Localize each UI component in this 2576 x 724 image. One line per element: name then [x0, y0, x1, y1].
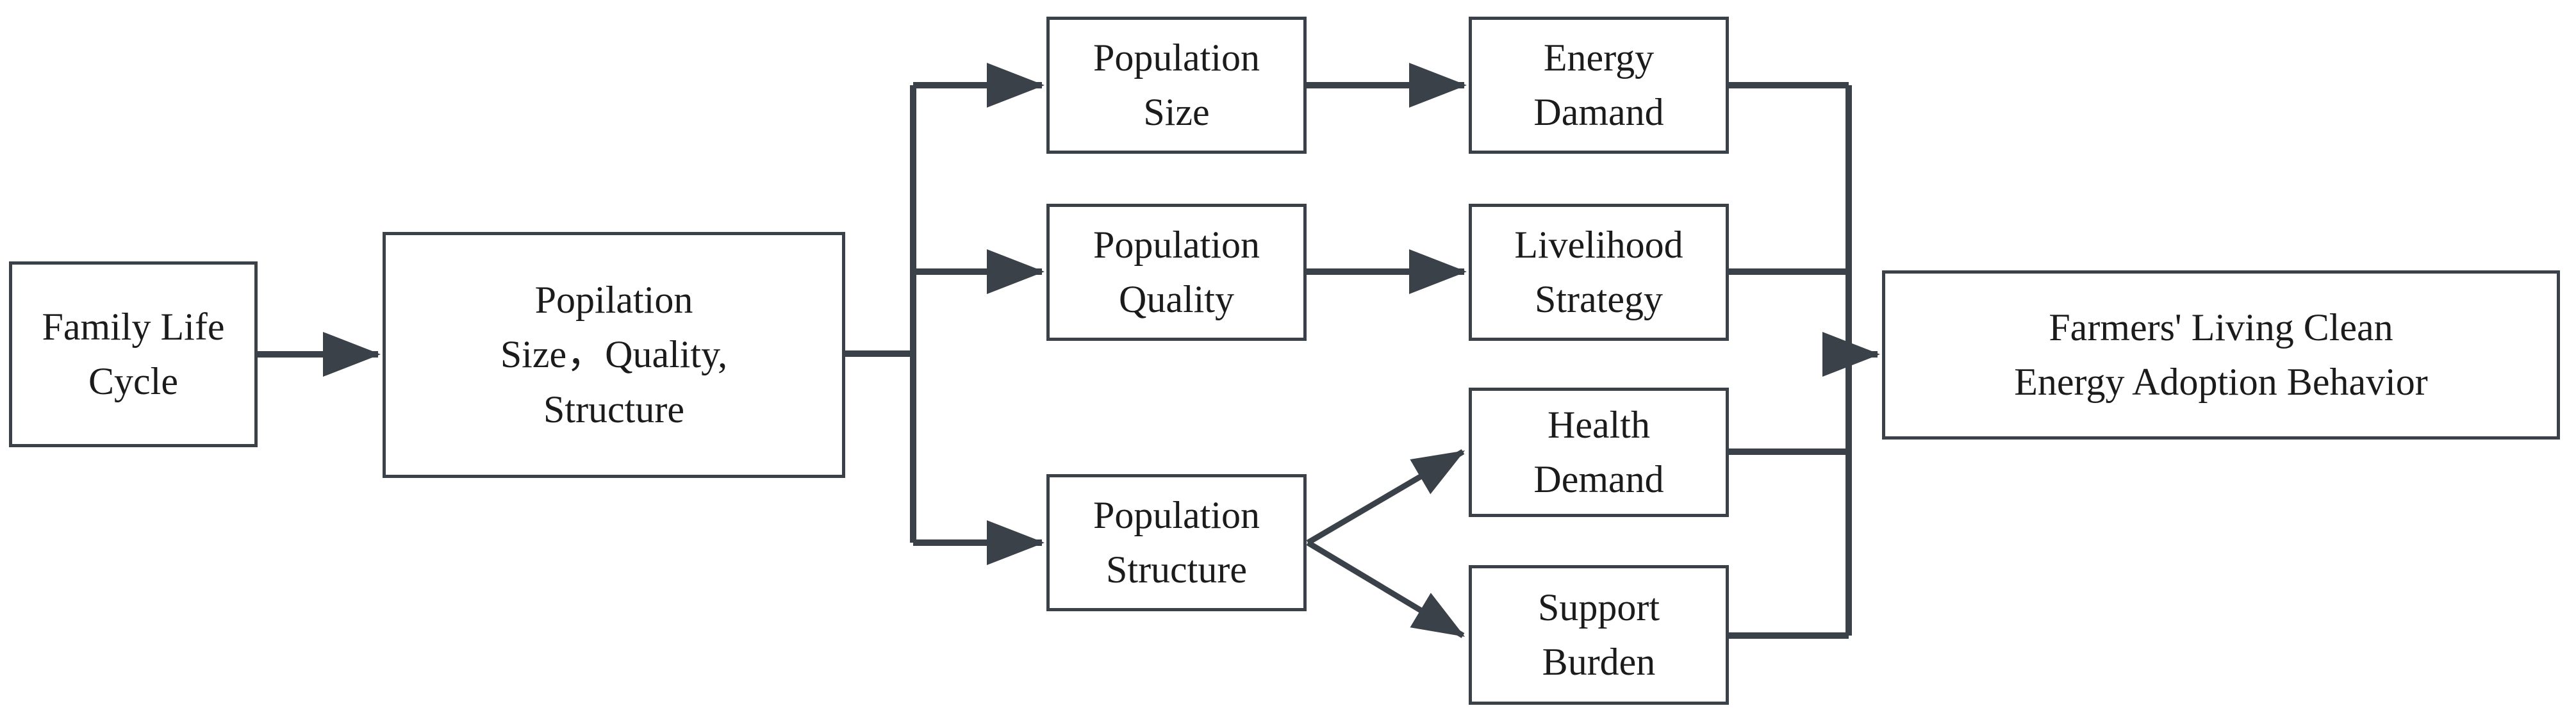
node-family-life-cycle[interactable]: Family Life Cycle	[9, 261, 258, 447]
node-outcome[interactable]: Farmers' Living Clean Energy Adoption Be…	[1882, 270, 2560, 440]
node-health-demand[interactable]: Health Demand	[1469, 388, 1729, 517]
node-livelihood-strategy[interactable]: Livelihood Strategy	[1469, 204, 1729, 341]
node-label: Farmers' Living Clean Energy Adoption Be…	[2014, 306, 2428, 403]
node-support-burden[interactable]: Support Burden	[1469, 565, 1729, 705]
node-population-structure[interactable]: Population Structure	[1046, 474, 1307, 611]
node-label: Family Life Cycle	[42, 305, 225, 402]
edge-merge-trunk-to-outcome	[1729, 82, 1880, 639]
node-label: Popilation Size，Quality, Structure	[500, 279, 728, 431]
edge-population-structure-to-health-demand	[1306, 449, 1466, 545]
node-label: Population Quality	[1093, 223, 1260, 320]
node-population-size[interactable]: Population Size	[1046, 17, 1307, 154]
edge-population-attributes-branch-trunk	[845, 85, 916, 543]
node-population-quality[interactable]: Population Quality	[1046, 204, 1307, 341]
node-energy-demand[interactable]: Energy Damand	[1469, 17, 1729, 154]
node-population-attributes[interactable]: Popilation Size，Quality, Structure	[383, 232, 845, 478]
edge-population-structure-to-support-burden	[1306, 540, 1466, 638]
node-label: Livelihood Strategy	[1514, 223, 1683, 320]
node-label: Population Size	[1093, 36, 1260, 133]
node-label: Energy Damand	[1533, 36, 1664, 133]
node-label: Health Demand	[1533, 403, 1664, 500]
node-label: Support Burden	[1537, 586, 1660, 683]
node-label: Population Structure	[1093, 493, 1260, 591]
